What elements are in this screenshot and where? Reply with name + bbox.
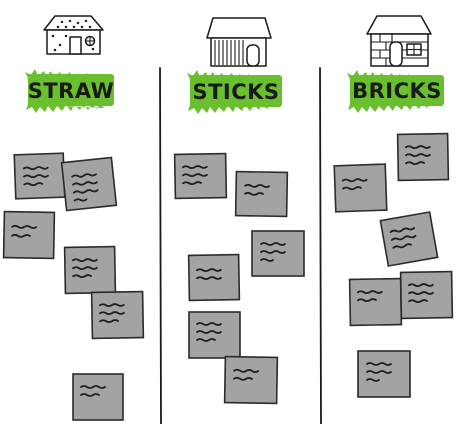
sticky-note[interactable]	[2, 210, 56, 260]
straw-label-highlight	[28, 74, 114, 106]
stick-house-icon	[206, 17, 272, 67]
sticky-note[interactable]	[13, 152, 66, 200]
sticky-note[interactable]	[188, 311, 241, 359]
column-label-bricks: BRICKS	[352, 79, 442, 103]
sticky-note[interactable]	[187, 253, 241, 302]
brick-house-icon	[366, 15, 432, 67]
sticky-note[interactable]	[399, 270, 454, 320]
column-label-sticks: STICKS	[192, 80, 279, 104]
sticky-note[interactable]	[396, 132, 450, 182]
column-label-straw: STRAW	[28, 79, 115, 103]
column-bricks: BRICKS	[333, 15, 454, 398]
sticky-note[interactable]	[333, 163, 388, 213]
sticks-label-highlight	[190, 75, 282, 107]
column-sticks: STICKS	[173, 17, 305, 405]
column-straw: STRAW	[2, 15, 145, 421]
sticky-note[interactable]	[234, 170, 289, 218]
sticky-note[interactable]	[379, 211, 439, 267]
sticky-note[interactable]	[72, 373, 124, 421]
sticky-note[interactable]	[348, 277, 403, 327]
sticky-note[interactable]	[63, 245, 117, 295]
sticky-note[interactable]	[251, 230, 305, 277]
straw-house-icon	[43, 15, 104, 55]
sticky-note[interactable]	[90, 290, 145, 340]
sticky-note[interactable]	[60, 156, 118, 212]
column-divider	[159, 67, 162, 424]
column-divider	[319, 67, 322, 424]
sticky-note[interactable]	[173, 152, 228, 200]
sticky-note[interactable]	[223, 355, 279, 405]
bricks-label-highlight	[350, 75, 444, 106]
sticky-note[interactable]	[357, 350, 411, 398]
